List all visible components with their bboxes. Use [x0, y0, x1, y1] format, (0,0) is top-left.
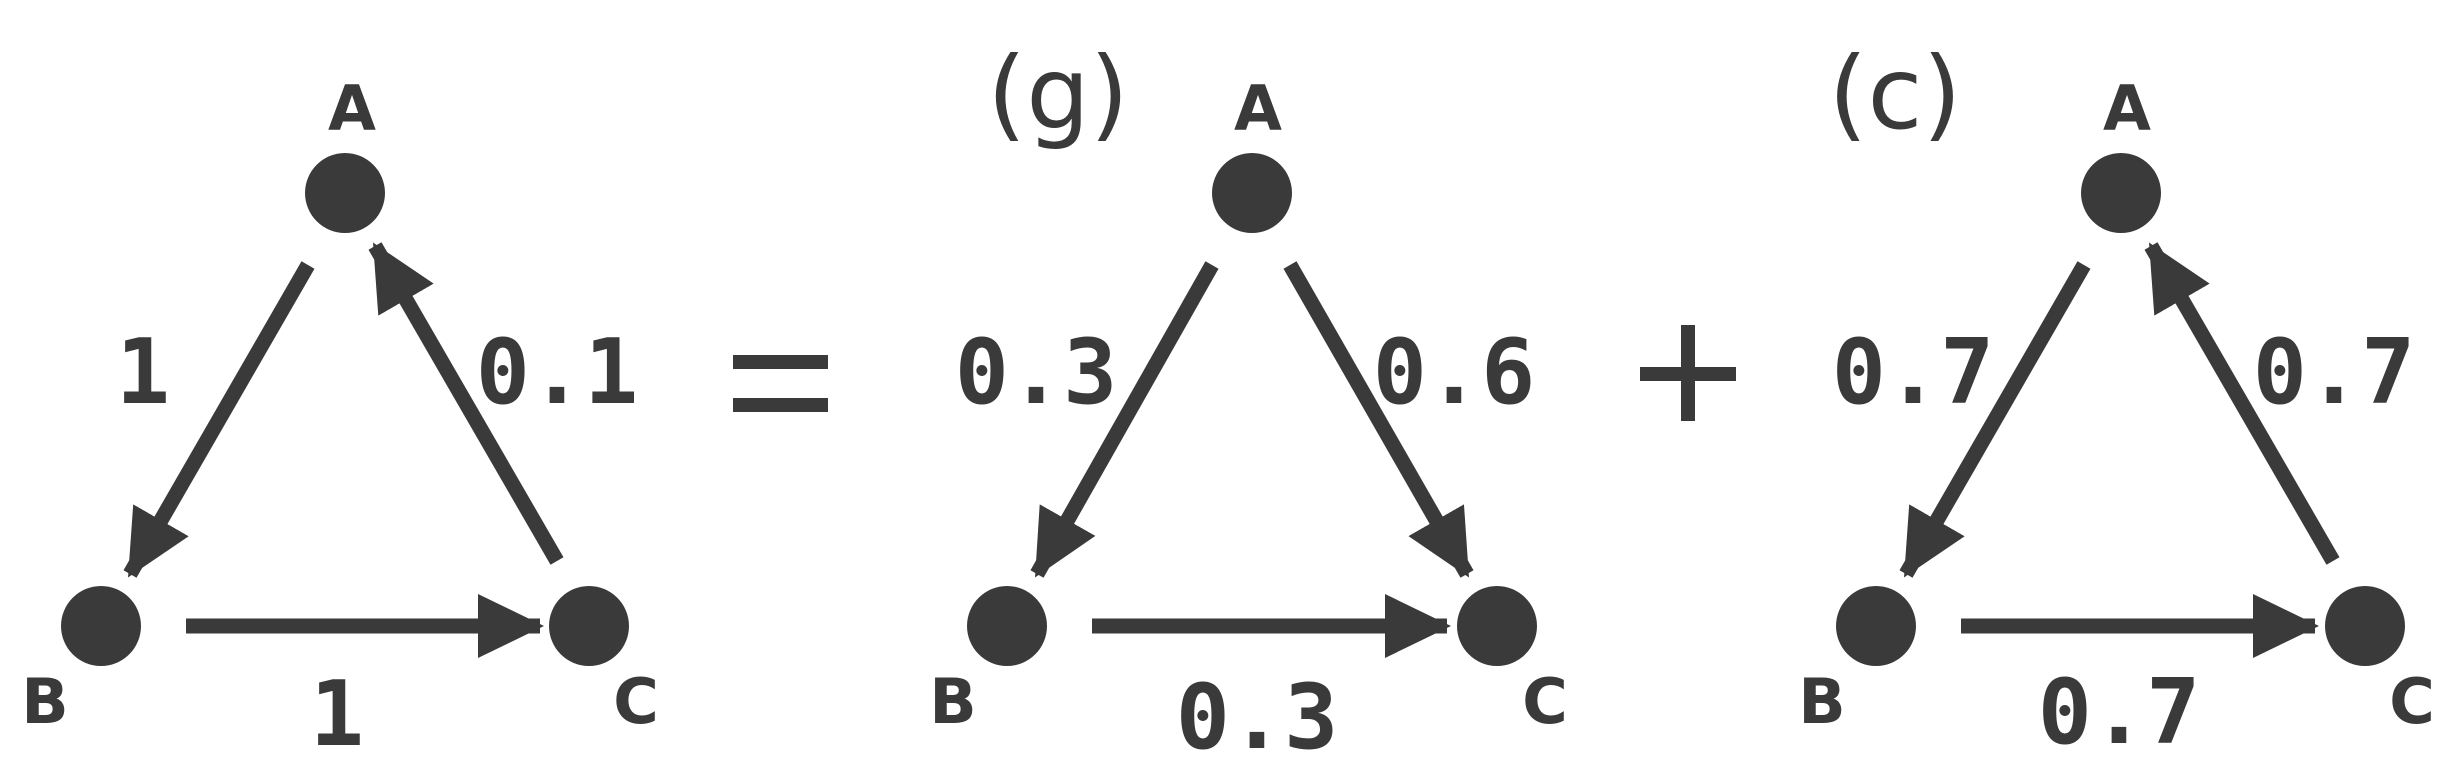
edge-c-to-a-weight: 0.7	[2253, 320, 2416, 425]
node-c-label: C	[613, 665, 659, 738]
node-b-label: B	[929, 665, 976, 738]
node-b	[967, 586, 1047, 666]
edge-a-to-b-weight: 0.3	[955, 320, 1118, 425]
edge-a-to-b-weight: 1	[116, 320, 170, 425]
node-b	[61, 586, 141, 666]
edge-b-to-c-weight: 0.3	[1176, 665, 1339, 766]
node-b-label: B	[1798, 665, 1845, 738]
edge-a-to-b-weight: 0.7	[1832, 320, 1995, 425]
edge-b-to-c-weight: 1	[310, 662, 364, 766]
plus-sign	[1640, 325, 1736, 421]
node-c-label: C	[1522, 665, 1568, 738]
node-b-label: B	[21, 665, 68, 738]
edge-b-to-c-weight: 0.7	[2038, 660, 2201, 765]
node-c	[549, 586, 629, 666]
edge-a-to-b	[1899, 261, 2091, 578]
node-a	[2081, 153, 2161, 233]
node-b	[1836, 586, 1916, 666]
panel-label-c: (c)	[1828, 35, 1961, 152]
edge-c-to-a	[2144, 242, 2340, 565]
graph-c: (c) A B C 0.7 0.7 0.7	[1798, 35, 2434, 765]
node-a-label: A	[1234, 72, 1282, 145]
panel-label-g: (g)	[987, 35, 1129, 152]
edge-a-to-b	[1030, 261, 1219, 578]
node-c-label: C	[2389, 665, 2435, 738]
node-a-label: A	[328, 72, 376, 145]
edge-a-to-c-weight: 0.6	[1373, 320, 1536, 425]
edge-a-to-b	[123, 261, 315, 578]
edge-c-to-a	[368, 242, 564, 565]
node-c	[2325, 586, 2405, 666]
node-a-label: A	[2103, 72, 2151, 145]
edge-a-to-c	[1283, 261, 1474, 578]
graph-total: A B C 1 0.1 1	[21, 72, 659, 767]
graph-g: (g) A B C 0.3 0.6 0.3	[929, 35, 1568, 770]
node-a	[305, 153, 385, 233]
node-c	[1457, 586, 1537, 666]
edge-c-to-a-weight: 0.1	[476, 320, 639, 425]
equals-sign	[733, 355, 828, 412]
node-a	[1212, 153, 1292, 233]
